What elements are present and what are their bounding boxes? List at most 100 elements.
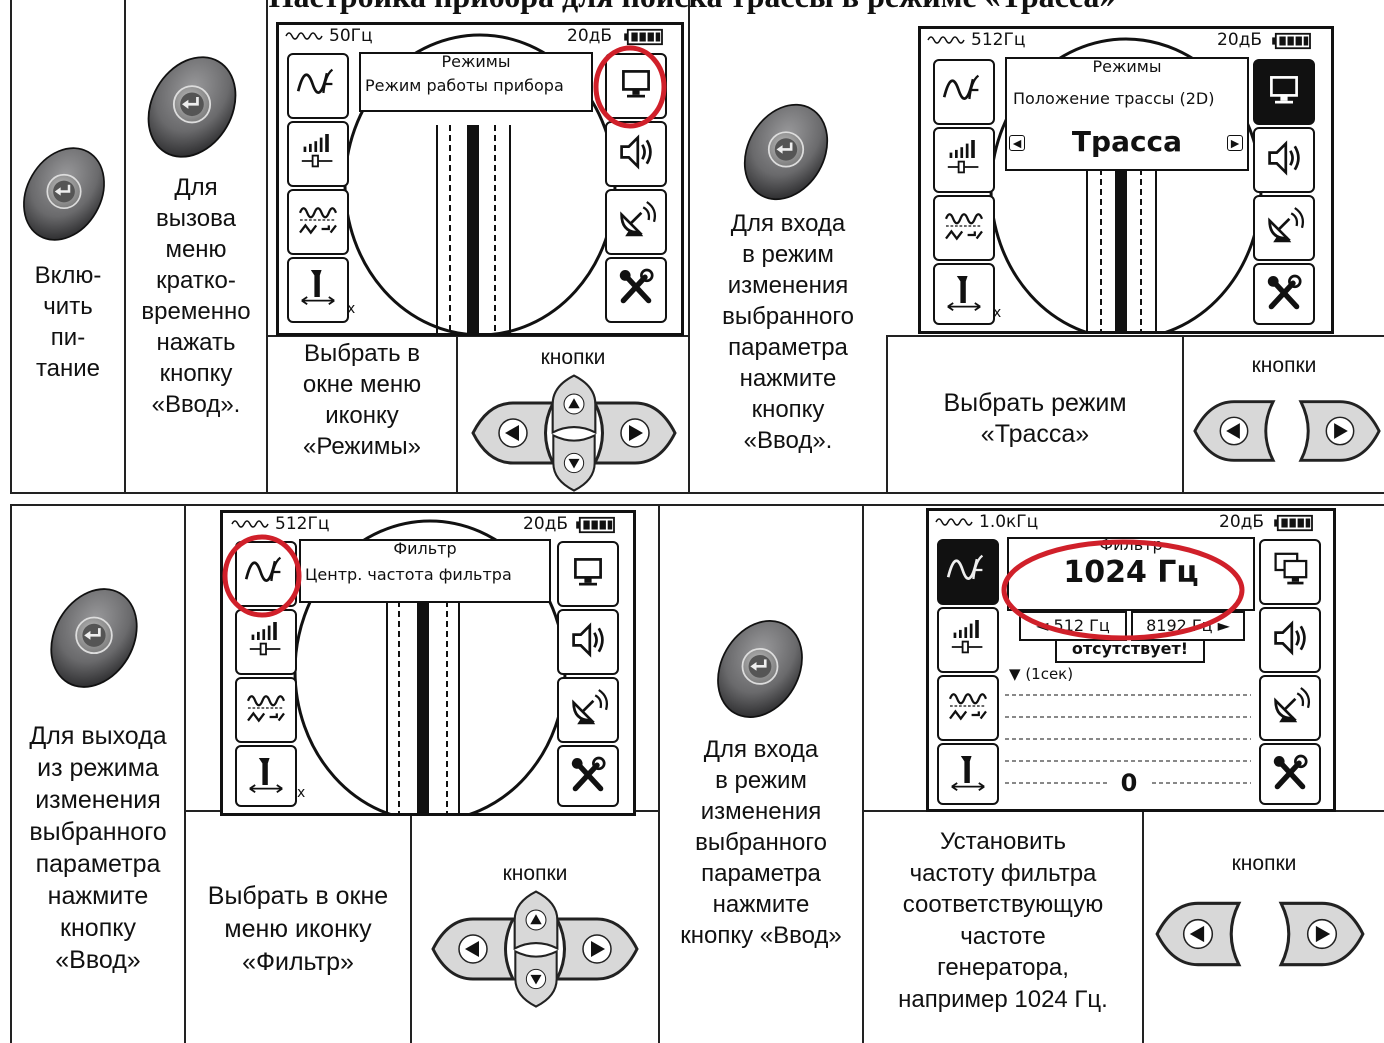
signal-level-icon	[291, 125, 345, 179]
tools-button[interactable]	[605, 257, 667, 323]
speaker-button[interactable]	[1259, 607, 1321, 673]
tools-icon	[561, 749, 615, 803]
signal-level-button[interactable]	[287, 121, 349, 187]
enter-button-icon	[18, 138, 110, 250]
signal-level-button[interactable]	[933, 127, 995, 193]
waveform-button[interactable]	[235, 677, 297, 743]
menu-text: Режим работы прибора	[365, 76, 564, 95]
antenna-icon	[1263, 679, 1317, 733]
filter-button[interactable]	[287, 53, 349, 119]
tools-button[interactable]	[1259, 743, 1321, 805]
display-icon	[1263, 543, 1317, 597]
signal-level-icon	[941, 611, 995, 665]
gain-readout: 20дБ	[567, 26, 612, 46]
menu-text: Положение трассы (2D)	[1013, 89, 1214, 108]
filter-menu-panel: Фильтр Центр. частота фильтра	[299, 539, 551, 603]
modes-menu-panel: Режимы Режим работы прибора	[359, 52, 593, 112]
left-right-keys-icon	[1190, 396, 1384, 468]
probe-icon	[941, 747, 995, 801]
timer-label: ▼ (1сек)	[1009, 665, 1073, 683]
tools-icon	[609, 261, 663, 315]
waveform-button[interactable]	[933, 195, 995, 261]
speaker-button[interactable]	[605, 121, 667, 187]
tools-button[interactable]	[557, 745, 619, 807]
signal-level-button[interactable]	[235, 609, 297, 675]
highlight-circle	[222, 534, 302, 618]
display-button[interactable]	[557, 541, 619, 607]
display-button[interactable]	[1259, 539, 1321, 605]
menu-title: Режимы	[1007, 57, 1247, 76]
warning-text: отсутствует!	[1055, 639, 1205, 663]
antenna-button[interactable]	[1259, 675, 1321, 741]
tools-icon	[1263, 747, 1317, 801]
enter-button-icon	[142, 48, 242, 166]
waveform-button[interactable]	[287, 189, 349, 255]
display-button-active[interactable]	[1253, 59, 1315, 125]
antenna-button[interactable]	[1253, 195, 1315, 261]
page-title: Настройка прибора для поиска трассы в ре…	[0, 0, 1384, 15]
antenna-button[interactable]	[605, 189, 667, 255]
battery-icon	[575, 516, 617, 534]
modes-menu-panel: Режимы Положение трассы (2D) ◄ Трасса ►	[1005, 57, 1249, 171]
select-trace-instruction: Выбрать режим«Трасса»	[888, 388, 1182, 450]
waveform-button[interactable]	[937, 675, 999, 741]
frequency-readout: 50Гц	[329, 26, 373, 46]
signal-level-icon	[239, 613, 293, 667]
keys-label: кнопки	[1184, 354, 1384, 378]
highlight-circle	[592, 44, 668, 130]
probe-button[interactable]	[287, 257, 349, 323]
probe-button[interactable]	[933, 263, 995, 325]
menu-text: Центр. частота фильтра	[305, 565, 512, 584]
filter-icon	[291, 57, 345, 111]
left-arrow-icon: ◄	[1009, 135, 1025, 151]
keys-label: кнопки	[458, 346, 688, 370]
speaker-icon	[561, 613, 615, 667]
speaker-icon	[1263, 611, 1317, 665]
enter-button-icon	[44, 580, 144, 696]
highlight-circle	[1000, 538, 1246, 642]
waveform-icon	[291, 193, 345, 247]
tools-button[interactable]	[1253, 263, 1315, 325]
filter-icon	[941, 543, 995, 597]
filter-button[interactable]	[933, 59, 995, 125]
antenna-icon	[609, 193, 663, 247]
arrow-keypad-icon	[428, 894, 642, 1004]
menu-title: Режимы	[361, 52, 591, 71]
signal-level-button[interactable]	[937, 607, 999, 673]
left-right-keys-icon	[1152, 898, 1378, 970]
mode-value: Трасса	[1027, 125, 1227, 158]
filter-icon	[937, 63, 991, 117]
speaker-button[interactable]	[557, 609, 619, 675]
enter-button-icon	[710, 612, 810, 726]
keys-label: кнопки	[412, 862, 658, 886]
antenna-icon	[561, 681, 615, 735]
battery-icon	[1273, 514, 1315, 532]
waveform-icon	[937, 199, 991, 253]
signal-level-icon	[937, 131, 991, 185]
probe-icon	[239, 749, 293, 803]
probe-button[interactable]	[937, 743, 999, 805]
filter-button-active[interactable]	[937, 539, 999, 605]
menu-title: Фильтр	[301, 539, 549, 558]
probe-button[interactable]	[235, 745, 297, 807]
tools-icon	[1257, 267, 1311, 321]
enter-button-icon	[736, 96, 836, 208]
keys-label: кнопки	[1144, 852, 1384, 876]
gain-readout: 20дБ	[1219, 512, 1264, 532]
waveform-icon	[239, 681, 293, 735]
device-screen-trace-mode: 512Гц 20дБ Режимы Положение трассы (2D) …	[918, 26, 1334, 334]
gain-readout: 20дБ	[1217, 30, 1262, 50]
speaker-icon	[1257, 131, 1311, 185]
speaker-button[interactable]	[1253, 127, 1315, 193]
antenna-button[interactable]	[557, 677, 619, 743]
probe-icon	[291, 261, 345, 315]
battery-icon	[1271, 32, 1313, 50]
signal-number: 0	[1109, 769, 1149, 797]
display-icon	[561, 545, 615, 599]
